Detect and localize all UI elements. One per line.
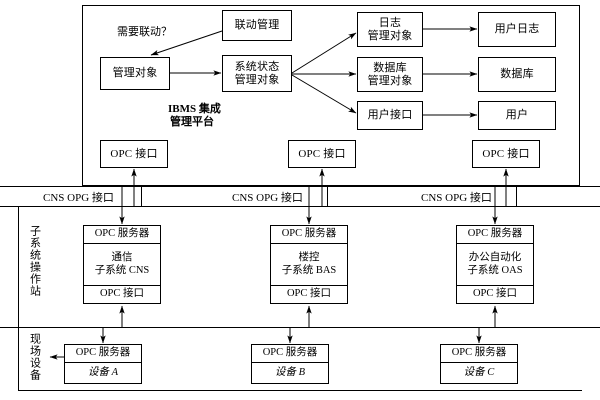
box-linkage-management: 联动管理 xyxy=(222,10,292,41)
opc-interface-label: OPC 接口 xyxy=(99,288,145,300)
user-interface-label: 用户接口 xyxy=(367,109,413,122)
system-status-object-line2: 管理对象 xyxy=(234,73,280,86)
subsystem-band-bottom-line xyxy=(0,327,600,328)
opc-server-label: OPC 服务器 xyxy=(451,347,507,358)
system-status-object-line1: 系统状态 xyxy=(234,60,280,73)
side-label-subsystem-station: 子系统操作站 xyxy=(28,225,41,297)
device-c: OPC 服务器 设备 C xyxy=(440,344,518,384)
bus-label-3: CNS OPG 接口 xyxy=(421,192,492,204)
bus-band-top-line xyxy=(0,186,600,187)
linkage-management-label: 联动管理 xyxy=(234,19,280,32)
subsystem-bas: OPC 服务器 楼控 子系统 BAS OPC 接口 xyxy=(270,225,348,304)
device-b: OPC 服务器 设备 B xyxy=(251,344,329,384)
box-system-status-object: 系统状态 管理对象 xyxy=(222,55,292,92)
subsystem-name-line1: 通信 xyxy=(111,251,133,263)
database-label: 数据库 xyxy=(500,68,534,81)
opc-interface-label: OPC 接口 xyxy=(472,288,518,300)
field-band-bottom-line xyxy=(18,390,582,391)
device-b-name: 设备 B xyxy=(252,361,328,383)
platform-title-line2: 管理平台 xyxy=(170,116,214,128)
bus-divider-2 xyxy=(327,186,328,206)
bus-band-bottom-line xyxy=(0,206,600,207)
user-log-label: 用户日志 xyxy=(494,23,540,36)
subsystem-bas-server: OPC 服务器 xyxy=(271,226,347,243)
box-user-log: 用户日志 xyxy=(478,12,556,47)
opc-interface-label: OPC 接口 xyxy=(286,288,332,300)
platform-opc-interface-2: OPC 接口 xyxy=(288,140,356,168)
device-a: OPC 服务器 设备 A xyxy=(64,344,142,384)
subsystem-oas-interface: OPC 接口 xyxy=(457,285,533,303)
field-band-left-edge xyxy=(18,327,19,390)
subsystem-cns-name: 通信 子系统 CNS xyxy=(84,242,160,286)
subsystem-cns-interface: OPC 接口 xyxy=(84,285,160,303)
subsystem-cns: OPC 服务器 通信 子系统 CNS OPC 接口 xyxy=(83,225,161,304)
box-database-management-object: 数据库 管理对象 xyxy=(357,57,423,92)
opc-server-label: OPC 服务器 xyxy=(75,347,131,358)
opc-server-label: OPC 服务器 xyxy=(262,347,318,358)
bus-divider-3 xyxy=(516,186,517,206)
side-label-field-devices: 现场设备 xyxy=(28,333,41,381)
subsystem-name-line1: 楼控 xyxy=(298,251,320,263)
box-log-management-object: 日志 管理对象 xyxy=(357,12,423,47)
platform-opc-interface-3: OPC 接口 xyxy=(472,140,540,168)
bus-divider-1 xyxy=(141,186,142,206)
db-object-line2: 管理对象 xyxy=(367,74,413,87)
bus-label-1: CNS OPG 接口 xyxy=(43,192,114,204)
device-a-name: 设备 A xyxy=(65,361,141,383)
linkage-question-annotation: 需要联动？ xyxy=(117,26,172,38)
box-user: 用户 xyxy=(478,101,556,130)
device-name-label: 设备 A xyxy=(87,366,119,378)
box-management-object: 管理对象 xyxy=(100,57,170,90)
subsystem-name-line2: 子系统 OAS xyxy=(467,264,523,276)
subsystem-bas-name: 楼控 子系统 BAS xyxy=(271,242,347,286)
device-a-server: OPC 服务器 xyxy=(65,345,141,362)
log-object-line2: 管理对象 xyxy=(367,29,413,42)
log-object-line1: 日志 xyxy=(378,16,402,29)
opc-server-label: OPC 服务器 xyxy=(467,228,523,239)
db-object-line1: 数据库 xyxy=(373,61,407,74)
opc-server-label: OPC 服务器 xyxy=(94,228,150,239)
device-name-label: 设备 C xyxy=(463,366,495,378)
subsystem-oas-name: 办公自动化 子系统 OAS xyxy=(457,242,533,286)
user-label: 用户 xyxy=(505,109,529,122)
subsystem-bas-interface: OPC 接口 xyxy=(271,285,347,303)
platform-opc-interface-1: OPC 接口 xyxy=(100,140,168,168)
opc-interface-label: OPC 接口 xyxy=(298,147,346,160)
box-user-interface: 用户接口 xyxy=(357,101,423,130)
subsystem-oas: OPC 服务器 办公自动化 子系统 OAS OPC 接口 xyxy=(456,225,534,304)
device-c-server: OPC 服务器 xyxy=(441,345,517,362)
box-database: 数据库 xyxy=(478,57,556,92)
subsystem-band-left-edge xyxy=(18,206,19,327)
device-c-name: 设备 C xyxy=(441,361,517,383)
subsystem-cns-server: OPC 服务器 xyxy=(84,226,160,243)
management-object-label: 管理对象 xyxy=(112,67,158,80)
subsystem-name-line2: 子系统 BAS xyxy=(281,264,337,276)
subsystem-oas-server: OPC 服务器 xyxy=(457,226,533,243)
device-b-server: OPC 服务器 xyxy=(252,345,328,362)
opc-interface-label: OPC 接口 xyxy=(110,147,158,160)
bus-label-2: CNS OPG 接口 xyxy=(232,192,303,204)
subsystem-name-line1: 办公自动化 xyxy=(468,251,522,263)
platform-title-line1: IBMS 集成 xyxy=(168,103,221,115)
ibms-platform-frame xyxy=(82,5,580,186)
device-name-label: 设备 B xyxy=(274,366,306,378)
opc-server-label: OPC 服务器 xyxy=(281,228,337,239)
subsystem-name-line2: 子系统 CNS xyxy=(94,264,150,276)
opc-interface-label: OPC 接口 xyxy=(482,147,530,160)
